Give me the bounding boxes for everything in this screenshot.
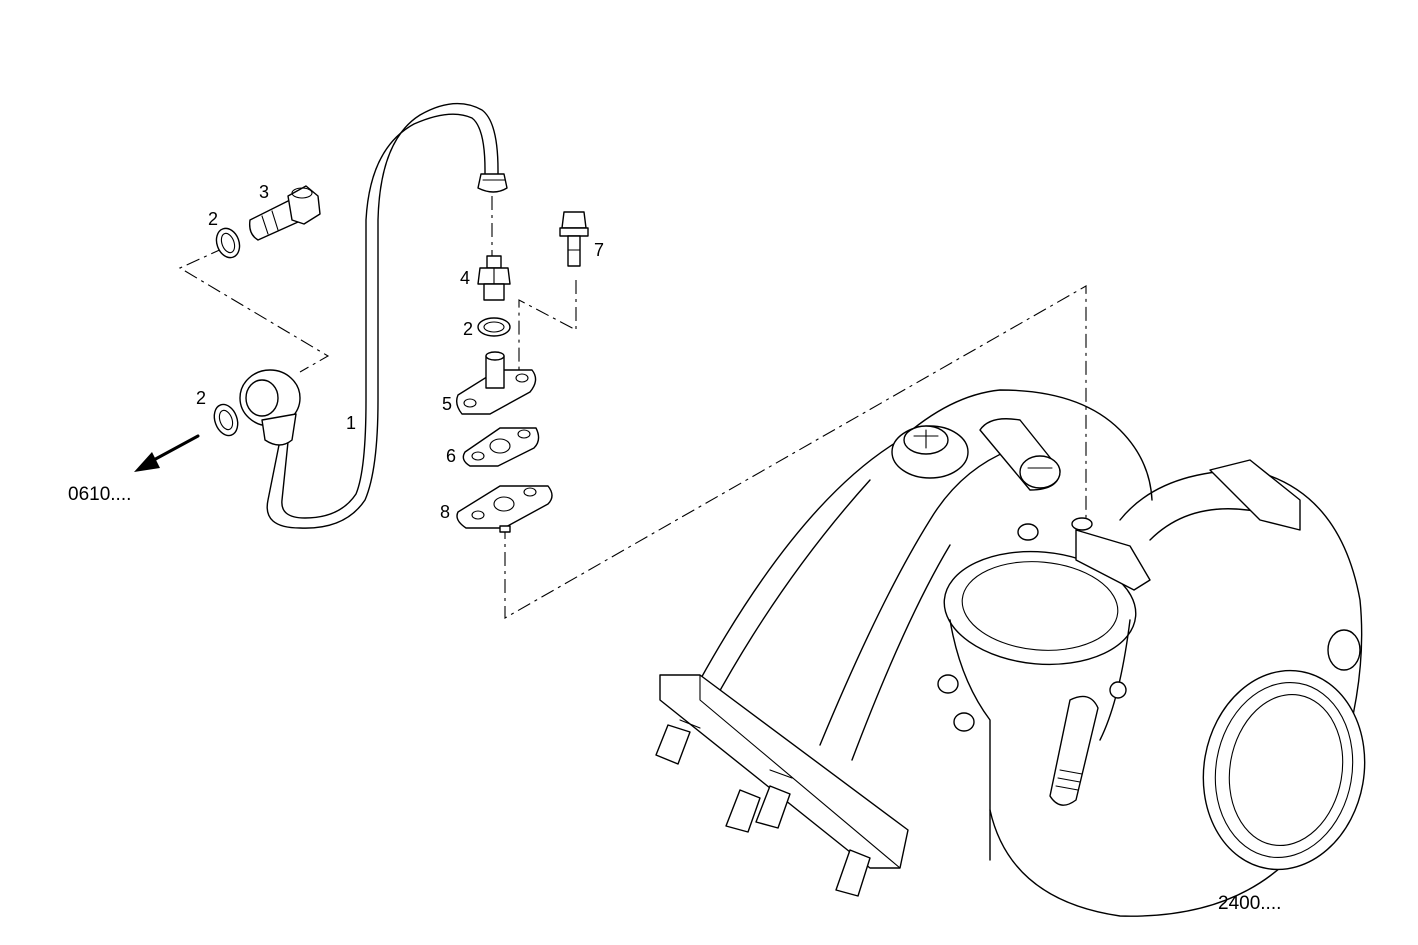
oil-flange	[455, 351, 537, 415]
flange-gasket	[462, 427, 540, 467]
oil-pipe	[239, 102, 508, 529]
callout-labels: 1 2 2 2 3 4 5 6 7 8	[196, 182, 604, 522]
callout-2-lower: 2	[196, 388, 206, 408]
callout-8: 8	[440, 502, 450, 522]
sealing-washer-middle	[477, 317, 511, 337]
flange-bolt	[559, 211, 589, 267]
turbocharger	[655, 389, 1366, 917]
direction-arrow-icon	[134, 434, 200, 472]
callout-2-middle: 2	[463, 319, 473, 339]
union-adapter	[477, 255, 511, 301]
assembly-lines	[178, 196, 1087, 619]
reference-0610: 0610....	[68, 484, 131, 505]
banjo-bolt	[248, 185, 321, 241]
callout-2-upper: 2	[208, 209, 218, 229]
callout-7: 7	[594, 240, 604, 260]
reference-2400: 2400....	[1218, 893, 1281, 914]
mounting-studs	[655, 719, 871, 897]
gasket-plate	[456, 485, 553, 533]
callout-1: 1	[346, 413, 356, 433]
callout-4: 4	[460, 268, 470, 288]
callout-6: 6	[446, 446, 456, 466]
sealing-washer-upper	[215, 227, 241, 259]
sealing-washer-lower	[213, 403, 239, 437]
callout-3: 3	[259, 182, 269, 202]
callout-5: 5	[442, 394, 452, 414]
